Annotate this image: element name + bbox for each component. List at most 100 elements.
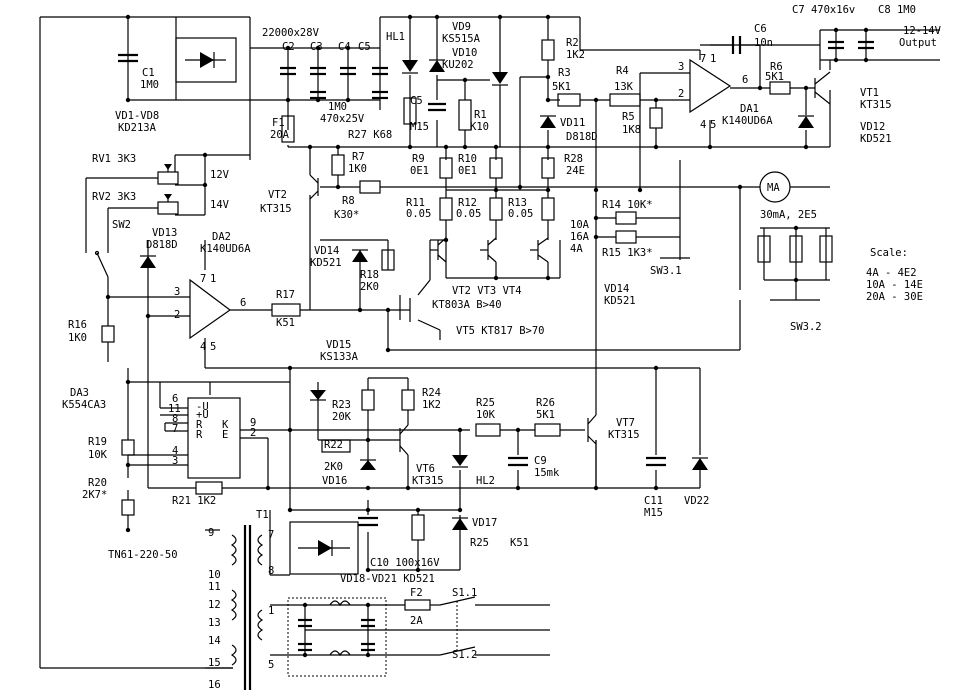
label-tr-pin-7: 7 bbox=[268, 529, 274, 541]
zener-vd11 bbox=[540, 115, 556, 128]
transistor-vt1 bbox=[814, 60, 831, 105]
label-c7: C7 470x16v bbox=[792, 4, 855, 16]
label-12v: 12V bbox=[210, 169, 230, 181]
label-da1-pin-3: 3 bbox=[678, 61, 684, 73]
label-tr-pin-14: 14 bbox=[208, 635, 221, 647]
resistor-r1 bbox=[458, 99, 472, 131]
resistor-r10 bbox=[489, 157, 503, 179]
resistor-r28 bbox=[541, 157, 555, 179]
label-r17: R17 bbox=[276, 289, 295, 301]
transistors-vt2-vt4 bbox=[437, 237, 549, 263]
wires bbox=[39, 16, 940, 690]
capacitors-c7-c8 bbox=[828, 40, 874, 50]
label-bridge-type: KD213A bbox=[118, 122, 157, 134]
resistor-r19 bbox=[121, 439, 135, 456]
switch-s1 bbox=[439, 596, 476, 656]
label-r8: R8 bbox=[342, 195, 355, 207]
label-r16-value: 1K0 bbox=[68, 332, 87, 344]
label-da3-pin-6: 6 bbox=[172, 393, 178, 405]
label-r12: R12 bbox=[458, 197, 477, 209]
label-r24-value: 1K2 bbox=[422, 399, 441, 411]
resistor-r16 bbox=[101, 325, 115, 343]
resistor-r20 bbox=[121, 499, 135, 516]
resistor-r3 bbox=[557, 93, 581, 107]
label-vd14: VD14 bbox=[314, 245, 339, 257]
label-pin-r1: R bbox=[196, 419, 203, 431]
label-r24: R24 bbox=[422, 387, 441, 399]
label-da1-pin-2: 2 bbox=[678, 88, 684, 100]
label-vd13-type: D818D bbox=[146, 239, 178, 251]
label-meter-spec: 30mA, 2E5 bbox=[760, 209, 817, 221]
label-output: Output bbox=[899, 37, 937, 49]
label-c5b: C5 bbox=[410, 95, 423, 107]
label-da1-pin-4: 4 bbox=[700, 119, 706, 131]
label-vd13: VD13 bbox=[152, 227, 177, 239]
label-vd9-type: KS515A bbox=[442, 33, 481, 45]
capacitor-c1 bbox=[118, 53, 138, 63]
label-r5: R5 bbox=[622, 111, 635, 123]
label-pin-u-minus: -U bbox=[196, 401, 209, 413]
diode-vd14 bbox=[352, 249, 368, 262]
label-vt1: VT1 bbox=[860, 87, 879, 99]
label-vd15: VD15 bbox=[326, 339, 351, 351]
pot-rv2 bbox=[157, 194, 179, 215]
label-da1-pin-7: 7 bbox=[700, 53, 706, 65]
label-da2-pin-4: 4 bbox=[200, 341, 206, 353]
label-vt7-type: KT315 bbox=[608, 429, 640, 441]
label-c4: C4 bbox=[338, 41, 351, 53]
label-r15: R15 1K3* bbox=[602, 247, 653, 259]
label-da3-pin-3: 3 bbox=[172, 455, 178, 467]
label-c6-value: 10n bbox=[754, 37, 773, 49]
opamp-da1 bbox=[689, 58, 732, 114]
label-f2-value: 2A bbox=[410, 615, 423, 627]
label-da3-pin-2: 2 bbox=[250, 427, 256, 439]
label-c2: C2 bbox=[282, 41, 295, 53]
label-c6: C6 bbox=[754, 23, 767, 35]
label-vt6: VT6 bbox=[416, 463, 435, 475]
label-da3-type: K554CA3 bbox=[62, 399, 106, 411]
label-r20-value: 2K7* bbox=[82, 489, 107, 501]
label-s11: S1.1 bbox=[452, 587, 477, 599]
meter-symbol: MA bbox=[767, 182, 780, 194]
label-c9-value: 15mk bbox=[534, 467, 560, 479]
label-da1-type: K140UD6A bbox=[722, 115, 773, 127]
label-da3-pin-8: 8 bbox=[172, 413, 178, 425]
label-tr-pin-9: 9 bbox=[208, 527, 214, 539]
label-vd11: VD11 bbox=[560, 117, 585, 129]
label-vt1-type: KT315 bbox=[860, 99, 892, 111]
label-r14: R14 10K* bbox=[602, 199, 653, 211]
label-sw32: SW3.2 bbox=[790, 321, 822, 333]
led-hl1 bbox=[402, 60, 418, 74]
resistor-r13 bbox=[541, 197, 555, 221]
label-14v: 14V bbox=[210, 199, 230, 211]
resistor-r22 bbox=[321, 439, 351, 453]
label-10a: 10A bbox=[570, 219, 590, 231]
resistor-r11 bbox=[439, 197, 453, 221]
label-tr-pin-11: 11 bbox=[208, 581, 221, 593]
diode-vd17 bbox=[452, 517, 468, 530]
label-da1-pin-5: 5 bbox=[710, 119, 716, 131]
label-c1-value: 1M0 bbox=[140, 79, 159, 91]
label-r6-value: 5K1 bbox=[765, 71, 784, 83]
label-f1-value: 20A bbox=[270, 129, 290, 141]
label-s12: S1.2 bbox=[452, 649, 477, 661]
label-r21: R21 1K2 bbox=[172, 495, 216, 507]
resistor-r2 bbox=[541, 39, 555, 61]
label-c10: C10 100x16V bbox=[370, 557, 440, 569]
capacitor-c10 bbox=[358, 516, 378, 527]
label-r23: R23 bbox=[332, 399, 351, 411]
label-16a: 16A bbox=[570, 231, 590, 243]
label-r1-value: K10 bbox=[470, 121, 489, 133]
label-r19: R19 bbox=[88, 436, 107, 448]
resistor-r25 bbox=[475, 423, 501, 437]
label-r27: R27 K68 bbox=[348, 129, 392, 141]
label-da2-pin-1: 1 bbox=[210, 273, 216, 285]
label-transformer-type: TN61-220-50 bbox=[108, 549, 178, 561]
resistor-r5 bbox=[649, 107, 663, 129]
label-c-470: 470x25V bbox=[320, 113, 365, 125]
label-r25b: R25 bbox=[470, 537, 489, 549]
label-c-1m0: 1M0 bbox=[328, 101, 347, 113]
label-r10-value: 0E1 bbox=[458, 165, 477, 177]
label-r2-value: 1K2 bbox=[566, 49, 585, 61]
label-r25: R25 bbox=[476, 397, 495, 409]
